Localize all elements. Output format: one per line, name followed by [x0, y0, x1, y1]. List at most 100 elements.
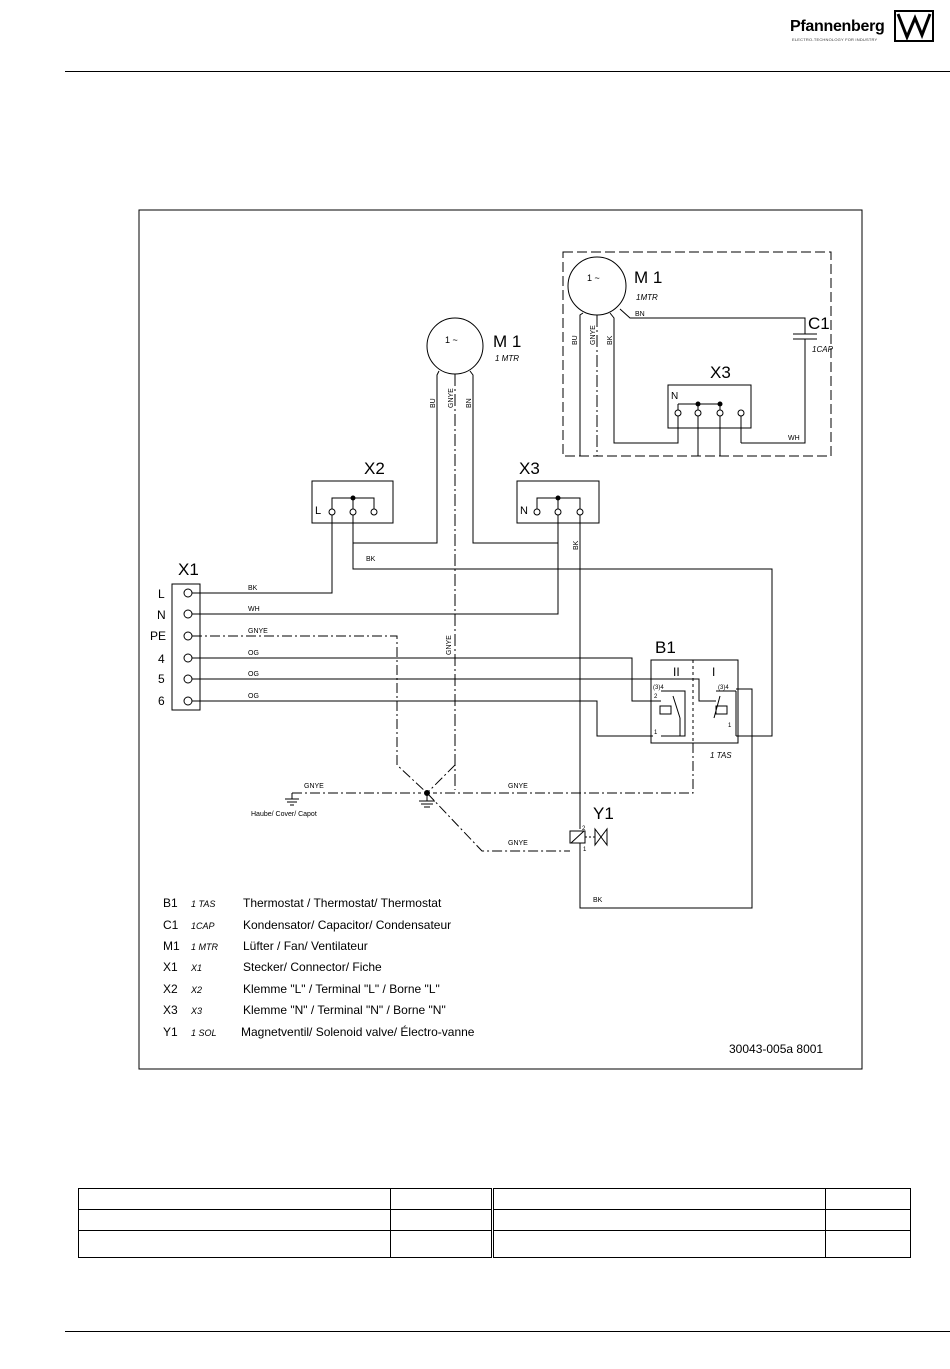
x1-pin-n: N [157, 608, 166, 622]
inset-wire-bk: BK [607, 335, 614, 345]
diagram-frame [138, 209, 863, 1070]
brand-tagline: ELECTRO-TECHNOLOGY FOR INDUSTRY [792, 37, 878, 42]
terminal-x3-id: X3 [519, 459, 540, 478]
main-motor-type: 1 MTR [495, 354, 519, 363]
table-cell [389, 1209, 495, 1231]
brand-mark-icon [894, 10, 934, 42]
x1-pin-5: 5 [158, 672, 165, 686]
cover-label: Haube/ Cover/ Capot [251, 811, 317, 818]
table-cell [825, 1230, 911, 1258]
table-cell [389, 1188, 495, 1210]
legend-type: X1 [190, 963, 202, 973]
inset-terminal-id: X3 [710, 363, 731, 382]
wire-n-wh-label: WH [248, 606, 260, 613]
wiring-diagram: 1 ~ M 1 1MTR BU GNYE BK BN C1 1CAP WH X3… [138, 209, 863, 1070]
table-cell [78, 1209, 391, 1231]
main-wire-gnye: GNYE [448, 388, 455, 408]
thermostat-ch2-pin34: (3)4 [653, 685, 664, 691]
main-gnye-vertical-label: GNYE [446, 635, 453, 655]
thermostat-type: 1 TAS [710, 751, 732, 760]
table-row [78, 1230, 911, 1258]
legend-code: X2 [163, 982, 178, 996]
legend-type: 1 MTR [191, 942, 219, 952]
inset-terminal-pin: N [671, 391, 678, 402]
wire-x2-bk-label: BK [366, 556, 376, 563]
revision-table [78, 1188, 911, 1258]
brand-logo: Pfannenberg ELECTRO-TECHNOLOGY FOR INDUS… [790, 10, 940, 46]
main-wire-bu: BU [430, 398, 437, 408]
wire-l-bk-label: BK [248, 585, 258, 592]
table-cell [492, 1209, 827, 1231]
thermostat-block [650, 659, 739, 744]
x1-pin-4: 4 [158, 652, 165, 666]
thermostat-ch2-pin2: 2 [654, 694, 658, 700]
wire-solenoid-bk-label: BK [593, 897, 603, 904]
main-wire-bn: BN [466, 398, 473, 408]
terminal-x2-id: X2 [364, 459, 385, 478]
legend-desc: Klemme "N" / Terminal "N" / Borne "N" [243, 1003, 446, 1017]
inset-motor-symbol-label: 1 ~ [587, 273, 600, 283]
terminal-x3-pin: N [520, 505, 528, 517]
x1-pin-6: 6 [158, 694, 165, 708]
table-cell [825, 1209, 911, 1231]
inset-wire-wh: WH [788, 435, 800, 442]
wire-5-og-label: OG [248, 671, 259, 678]
x1-pin-pe: PE [150, 629, 166, 643]
thermostat-id: B1 [655, 638, 676, 657]
wire-x3-bk-label: BK [573, 540, 580, 550]
legend-code: X3 [163, 1003, 178, 1017]
wire-6-og-label: OG [248, 693, 259, 700]
gnd-solenoid-gnye-label: GNYE [508, 840, 528, 847]
inset-motor-symbol [567, 256, 627, 316]
wire-pe-gnye-label: GNYE [248, 628, 268, 635]
connector-x1-block [171, 583, 201, 711]
solenoid-pin2: 2 [582, 826, 586, 832]
thermostat-ch1-pin34: (3)4 [718, 685, 729, 691]
legend-code: M1 [163, 939, 180, 953]
legend-code: Y1 [163, 1025, 178, 1039]
legend-list: B1 1 TAS Thermostat / Thermostat/ Thermo… [163, 896, 475, 1039]
legend-type: 1 TAS [191, 899, 215, 909]
header-rule [65, 71, 950, 72]
inset-terminal-block [667, 384, 752, 429]
legend-desc: Lüfter / Fan/ Ventilateur [243, 939, 368, 953]
inset-motor-type: 1MTR [636, 293, 658, 302]
thermostat-ch1-pin1: 1 [728, 723, 732, 729]
inset-capacitor-symbol [793, 333, 817, 340]
drawing-number: 30043-005a 8001 [729, 1042, 823, 1056]
footer-rule [65, 1331, 950, 1332]
main-motor-symbol-label: 1 ~ [445, 335, 458, 345]
x1-pin-l: L [158, 587, 165, 601]
connector-x1-id: X1 [178, 560, 199, 579]
inset-capacitor-id: C1 [808, 314, 830, 333]
table-cell [825, 1188, 911, 1210]
legend-desc: Thermostat / Thermostat/ Thermostat [243, 896, 442, 910]
terminal-x2-pin: L [315, 505, 321, 517]
legend-desc: Magnetventil/ Solenoid valve/ Électro-va… [241, 1024, 475, 1039]
solenoid-pin1: 1 [583, 847, 587, 853]
inset-capacitor-type: 1CAP [812, 345, 834, 354]
inset-dashed-box [562, 251, 832, 457]
legend-code: B1 [163, 896, 178, 910]
table-cell [78, 1230, 391, 1258]
thermostat-ch2-pin1: 1 [654, 730, 658, 736]
inset-wire-bn: BN [635, 311, 645, 318]
table-cell [492, 1230, 827, 1258]
legend-desc: Kondensator/ Capacitor/ Condensateur [243, 918, 451, 932]
table-row [78, 1209, 911, 1231]
gnd-cover-gnye-label: GNYE [304, 783, 324, 790]
main-motor-id: M 1 [493, 332, 521, 351]
solenoid-id: Y1 [593, 804, 614, 823]
legend-code: C1 [163, 918, 179, 932]
legend-code: X1 [163, 960, 178, 974]
thermostat-ch2: II [673, 665, 680, 679]
legend-desc: Stecker/ Connector/ Fiche [243, 960, 382, 974]
legend-type: 1CAP [191, 921, 215, 931]
thermostat-ch1: I [712, 665, 715, 679]
solenoid-valve-icon [594, 827, 608, 847]
table-cell [78, 1188, 391, 1210]
inset-wire-bu: BU [572, 335, 579, 345]
table-cell [389, 1230, 495, 1258]
table-row [78, 1188, 911, 1210]
gnd-thermo-gnye-label: GNYE [508, 783, 528, 790]
